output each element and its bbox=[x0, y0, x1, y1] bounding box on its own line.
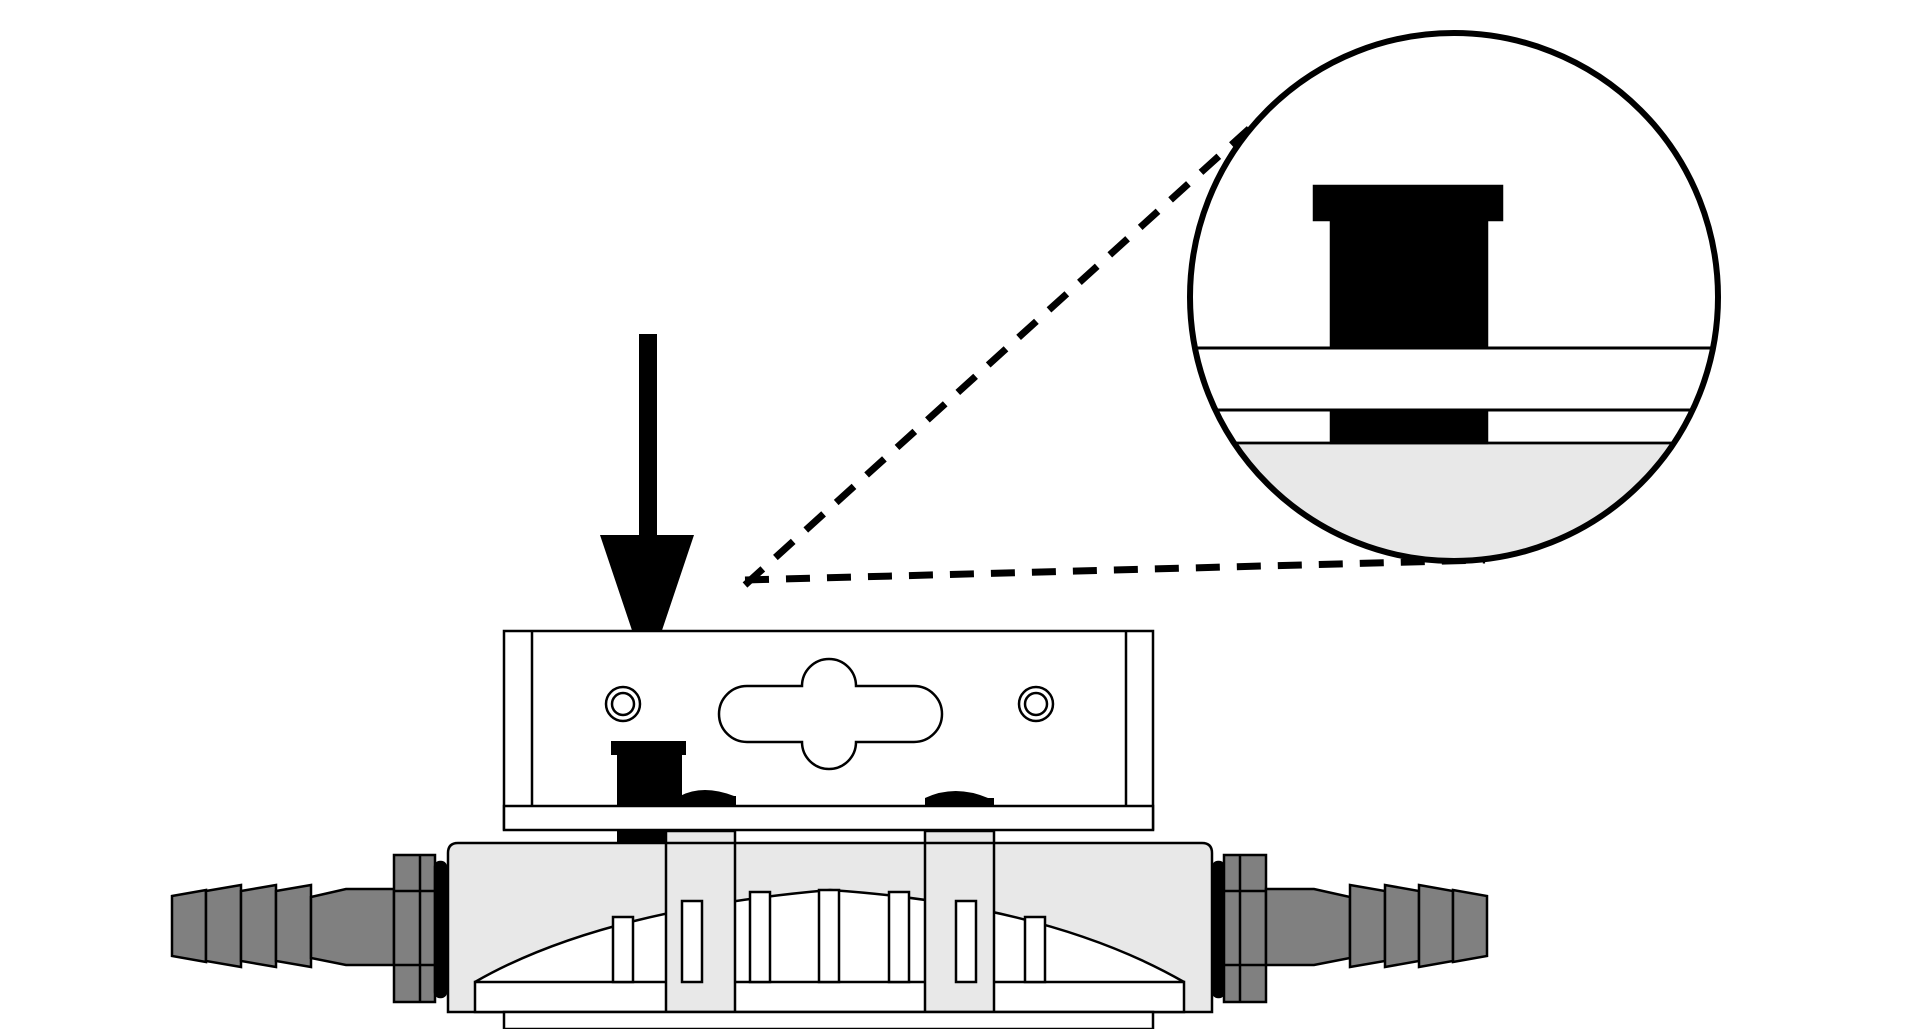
sensor-housing bbox=[446, 829, 1214, 1029]
keyhole-slot bbox=[717, 657, 944, 771]
right-hose-barb bbox=[1211, 853, 1489, 1004]
pressing-arrow-icon bbox=[600, 334, 694, 675]
magnified-clip bbox=[1312, 184, 1504, 350]
left-hose-barb bbox=[170, 853, 448, 1004]
detail-leader-lines bbox=[742, 125, 1486, 588]
mounting-bracket bbox=[502, 629, 1155, 832]
bracket-tabs bbox=[680, 790, 994, 806]
detail-magnifier bbox=[1187, 30, 1721, 564]
fastening-clip bbox=[611, 741, 686, 845]
